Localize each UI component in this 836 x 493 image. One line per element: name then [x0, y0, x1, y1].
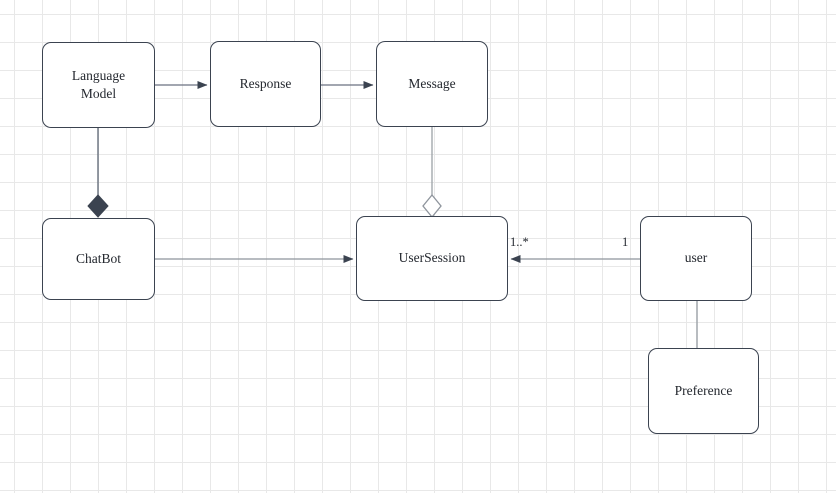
hollow-diamond-marker [422, 193, 442, 219]
node-preference[interactable]: Preference [648, 348, 759, 434]
node-usersession[interactable]: UserSession [356, 216, 508, 301]
node-language-model[interactable]: Language Model [42, 42, 155, 128]
node-label-usersession: UserSession [398, 250, 466, 266]
edge-label-multiplicity-many: 1..* [510, 235, 529, 249]
node-user[interactable]: user [640, 216, 752, 301]
edge-language-model-to-chatbot [87, 128, 109, 218]
node-response[interactable]: Response [210, 41, 321, 127]
node-label-user: user [684, 250, 708, 266]
node-label-language-model: Language Model [71, 67, 126, 101]
node-label-message: Message [408, 75, 456, 91]
node-label-preference: Preference [674, 382, 733, 398]
edge-label-multiplicity-one: 1 [622, 235, 629, 249]
node-chatbot[interactable]: ChatBot [42, 218, 155, 300]
node-message[interactable]: Message [376, 41, 488, 127]
edge-message-to-usersession [422, 127, 442, 219]
filled-diamond-marker [87, 194, 109, 218]
node-label-response: Response [239, 75, 292, 91]
node-label-chatbot: ChatBot [75, 250, 121, 266]
